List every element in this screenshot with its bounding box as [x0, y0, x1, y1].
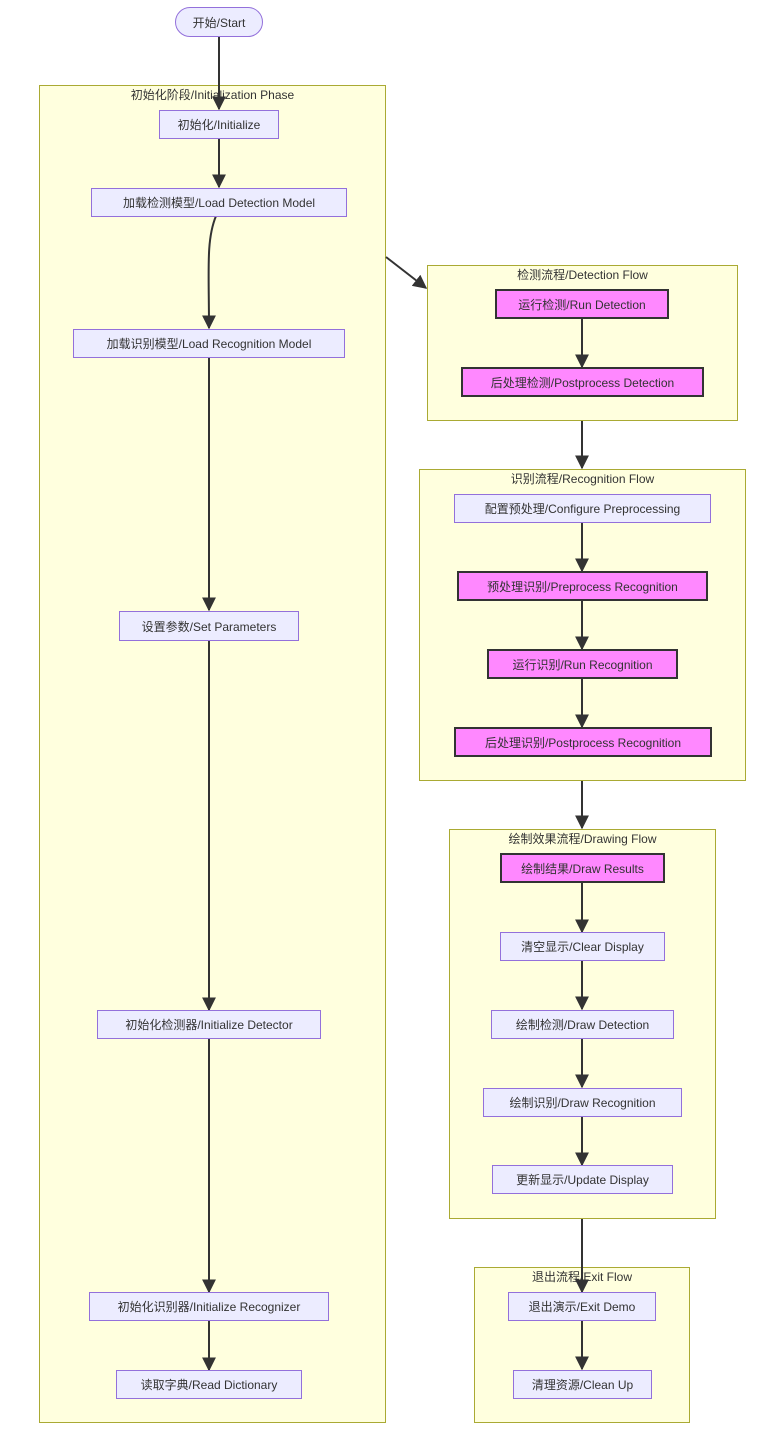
node-postprocess-recognition: 后处理识别/Postprocess Recognition — [454, 727, 712, 757]
node-update-display: 更新显示/Update Display — [492, 1165, 673, 1194]
node-preprocess-recognition: 预处理识别/Preprocess Recognition — [457, 571, 708, 601]
node-exit-demo: 退出演示/Exit Demo — [508, 1292, 656, 1321]
node-run-detection: 运行检测/Run Detection — [495, 289, 669, 319]
node-clear-display: 清空显示/Clear Display — [500, 932, 665, 961]
cluster-exit-flow: 退出流程/Exit Flow — [474, 1267, 690, 1423]
cluster-title-detection-flow: 检测流程/Detection Flow — [517, 268, 648, 282]
node-draw-results: 绘制结果/Draw Results — [500, 853, 665, 883]
cluster-initialization-phase: 初始化阶段/Initialization Phase — [39, 85, 386, 1423]
node-draw-detection: 绘制检测/Draw Detection — [491, 1010, 674, 1039]
edge-init-cluster-detection-flow — [385, 256, 428, 289]
cluster-title-exit-flow: 退出流程/Exit Flow — [531, 1270, 632, 1284]
node-load-detection-model: 加载检测模型/Load Detection Model — [91, 188, 347, 217]
node-clean-up: 清理资源/Clean Up — [513, 1370, 652, 1399]
node-postprocess-detection: 后处理检测/Postprocess Detection — [461, 367, 704, 397]
cluster-title-recognition-flow: 识别流程/Recognition Flow — [510, 472, 655, 486]
node-run-recognition: 运行识别/Run Recognition — [487, 649, 678, 679]
node-set-parameters: 设置参数/Set Parameters — [119, 611, 299, 641]
node-configure-preprocessing: 配置预处理/Configure Preprocessing — [454, 494, 711, 523]
node-initialize: 初始化/Initialize — [159, 110, 279, 139]
node-start: 开始/Start — [175, 7, 263, 37]
node-draw-recognition: 绘制识别/Draw Recognition — [483, 1088, 682, 1117]
node-initialize-detector: 初始化检测器/Initialize Detector — [97, 1010, 321, 1039]
cluster-title-initialization-phase: 初始化阶段/Initialization Phase — [130, 88, 295, 102]
node-load-recognition-model: 加载识别模型/Load Recognition Model — [73, 329, 345, 358]
cluster-title-drawing-flow: 绘制效果流程/Drawing Flow — [508, 832, 657, 846]
node-initialize-recognizer: 初始化识别器/Initialize Recognizer — [89, 1292, 329, 1321]
node-read-dictionary: 读取字典/Read Dictionary — [116, 1370, 302, 1399]
